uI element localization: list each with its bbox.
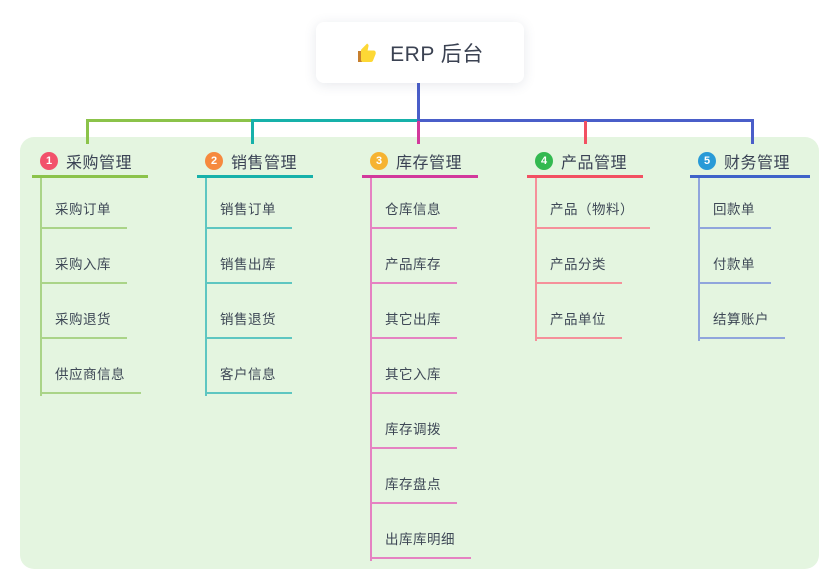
branch-trunk-line — [40, 178, 42, 396]
branch-trunk-line — [698, 178, 700, 341]
connector-branch1-elbow — [86, 119, 254, 122]
branch-trunk-line — [205, 178, 207, 396]
node-sales-return[interactable]: 销售退货 — [205, 311, 292, 339]
branch-label: 销售管理 — [231, 155, 298, 172]
connector-branch1-drop — [86, 119, 89, 144]
node-warehouse-info[interactable]: 仓库信息 — [370, 201, 457, 229]
branch-label: 产品管理 — [561, 155, 628, 172]
node-label: 客户信息 — [205, 366, 292, 394]
node-label: 采购订单 — [40, 201, 127, 229]
node-label: 销售订单 — [205, 201, 292, 229]
connector-branch5-drop — [751, 119, 754, 144]
branch-product: 4 产品管理 产品（物料） 产品分类 产品单位 — [527, 0, 692, 588]
branch-underline — [197, 175, 313, 178]
node-product-unit[interactable]: 产品单位 — [535, 311, 622, 339]
branches-panel — [20, 137, 819, 569]
node-stock-taking[interactable]: 库存盘点 — [370, 476, 457, 504]
node-product-stock[interactable]: 产品库存 — [370, 256, 457, 284]
branch-product-header[interactable]: 4 产品管理 — [535, 149, 627, 173]
branch-sales-header[interactable]: 2 销售管理 — [205, 149, 297, 173]
branch-sales: 2 销售管理 销售订单 销售出库 销售退货 客户信息 — [197, 0, 362, 588]
node-other-outbound[interactable]: 其它出库 — [370, 311, 457, 339]
node-settlement-account[interactable]: 结算账户 — [698, 311, 785, 339]
branch-label: 库存管理 — [396, 155, 463, 172]
node-label: 供应商信息 — [40, 366, 141, 394]
connector-branch2-elbow — [251, 119, 419, 122]
node-stock-transfer[interactable]: 库存调拨 — [370, 421, 457, 449]
node-supplier-info[interactable]: 供应商信息 — [40, 366, 141, 394]
node-purchase-return[interactable]: 采购退货 — [40, 311, 127, 339]
node-sales-outbound[interactable]: 销售出库 — [205, 256, 292, 284]
branch-label: 采购管理 — [66, 155, 133, 172]
connector-branch4-drop — [584, 121, 587, 144]
node-label: 产品（物料） — [535, 201, 650, 229]
connector-branch2-drop — [251, 121, 254, 144]
branch-purchase-header[interactable]: 1 采购管理 — [40, 149, 132, 173]
node-product-category[interactable]: 产品分类 — [535, 256, 622, 284]
node-label: 采购退货 — [40, 311, 127, 339]
node-label: 结算账户 — [698, 311, 785, 339]
node-label: 库存盘点 — [370, 476, 457, 504]
node-customer-info[interactable]: 客户信息 — [205, 366, 292, 394]
branch-inventory-header[interactable]: 3 库存管理 — [370, 149, 462, 173]
branch-underline — [690, 175, 810, 178]
branch-number-badge: 1 — [40, 152, 58, 170]
node-label: 产品单位 — [535, 311, 622, 339]
node-receipt-bill[interactable]: 回款单 — [698, 201, 771, 229]
branch-underline — [32, 175, 148, 178]
node-label: 出库库明细 — [370, 531, 471, 559]
node-label: 产品库存 — [370, 256, 457, 284]
connector-branch3-drop — [417, 121, 420, 144]
node-label: 仓库信息 — [370, 201, 457, 229]
branch-underline — [362, 175, 478, 178]
branch-finance: 5 财务管理 回款单 付款单 结算账户 — [690, 0, 839, 588]
node-sales-order[interactable]: 销售订单 — [205, 201, 292, 229]
connector-branch5-elbow — [417, 119, 754, 122]
node-label: 付款单 — [698, 256, 771, 284]
node-label: 销售出库 — [205, 256, 292, 284]
branch-trunk-line — [370, 178, 372, 561]
root-title: ERP 后台 — [390, 42, 484, 66]
node-other-inbound[interactable]: 其它入库 — [370, 366, 457, 394]
connector-root-stem — [417, 83, 420, 121]
branch-label: 财务管理 — [724, 155, 791, 172]
node-label: 回款单 — [698, 201, 771, 229]
node-label: 产品分类 — [535, 256, 622, 284]
root-node[interactable]: ERP 后台 — [316, 22, 524, 83]
branch-underline — [527, 175, 643, 178]
node-label: 其它出库 — [370, 311, 457, 339]
node-product-material[interactable]: 产品（物料） — [535, 201, 650, 229]
node-label: 销售退货 — [205, 311, 292, 339]
branch-number-badge: 2 — [205, 152, 223, 170]
node-purchase-inbound[interactable]: 采购入库 — [40, 256, 127, 284]
node-label: 库存调拨 — [370, 421, 457, 449]
branch-finance-header[interactable]: 5 财务管理 — [698, 149, 790, 173]
node-purchase-order[interactable]: 采购订单 — [40, 201, 127, 229]
branch-inventory: 3 库存管理 仓库信息 产品库存 其它出库 其它入库 库存调拨 库存盘点 出库库… — [362, 0, 527, 588]
node-label: 采购入库 — [40, 256, 127, 284]
node-label: 其它入库 — [370, 366, 457, 394]
branch-number-badge: 4 — [535, 152, 553, 170]
node-payment-bill[interactable]: 付款单 — [698, 256, 771, 284]
thumbs-up-icon — [356, 41, 380, 65]
branch-purchase: 1 采购管理 采购订单 采购入库 采购退货 供应商信息 — [32, 0, 197, 588]
branch-number-badge: 5 — [698, 152, 716, 170]
branch-number-badge: 3 — [370, 152, 388, 170]
branch-trunk-line — [535, 178, 537, 341]
node-outbound-detail[interactable]: 出库库明细 — [370, 531, 471, 559]
